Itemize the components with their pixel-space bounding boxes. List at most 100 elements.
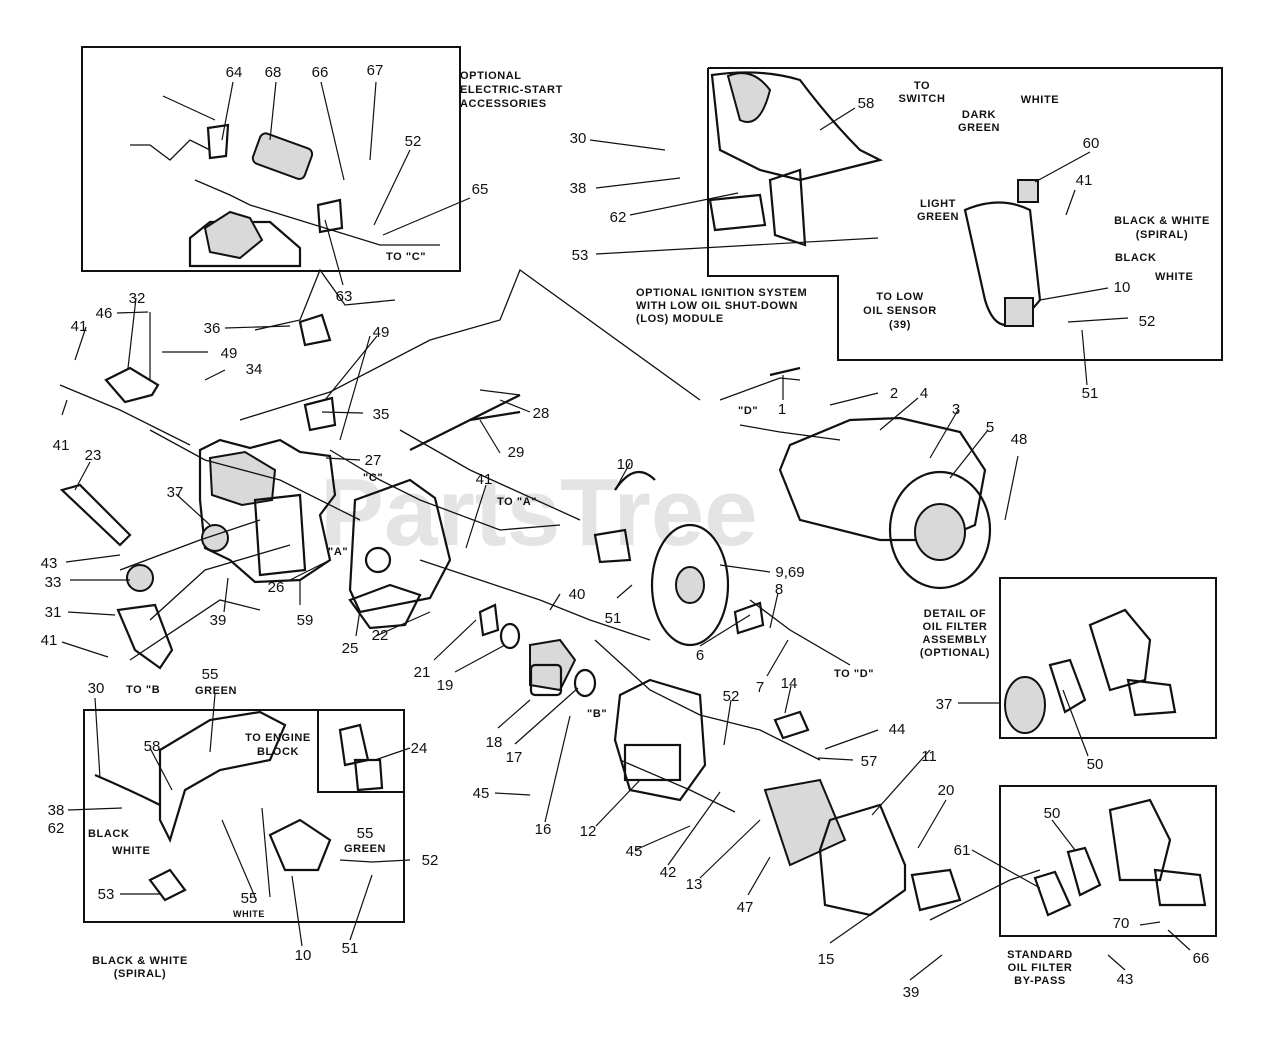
callout-number: 51 <box>605 610 622 627</box>
black-white-spiral-left-2: (SPIRAL) <box>114 968 166 980</box>
callout-number: 45 <box>473 785 490 802</box>
callout-number: 33 <box>45 574 62 591</box>
to-low-oil-sensor-label-3: (39) <box>889 319 911 331</box>
callout-number: 64 <box>226 64 243 81</box>
callout-number: 21 <box>414 664 431 681</box>
callout-number: 58 <box>858 95 875 112</box>
callout-number: 11 <box>921 748 937 765</box>
callout-number: 39 <box>210 612 227 629</box>
white-wire-label: WHITE <box>1021 94 1059 106</box>
inset-titles-layer: OPTIONAL ELECTRIC-START ACCESSORIES OPTI… <box>460 70 1073 987</box>
white-wire-label-left: WHITE <box>112 845 150 857</box>
callout-number: 9,69 <box>775 564 804 581</box>
green-wire-label-2: GREEN <box>344 843 386 855</box>
alignment-lines-layer <box>59 139 1041 921</box>
to-switch-label-2: SWITCH <box>899 93 946 105</box>
callout-number: 59 <box>297 612 314 629</box>
dark-green-label-1: DARK <box>962 109 996 121</box>
ignition-title-line-3: (LOS) MODULE <box>636 313 724 325</box>
callout-number: 32 <box>129 290 146 307</box>
ref-a: "A" <box>328 546 348 558</box>
callout-number: 63 <box>336 288 353 305</box>
callout-number: 49 <box>221 345 238 362</box>
callout-number: 17 <box>506 749 523 766</box>
callout-number: 43 <box>1117 971 1134 988</box>
callout-number: 1 <box>778 401 786 418</box>
inset-oil-filter-detail-frame <box>999 577 1217 739</box>
to-low-oil-sensor-label-1: TO LOW <box>876 291 923 303</box>
callout-number: 67 <box>367 62 384 79</box>
callout-number: 41 <box>476 471 493 488</box>
callout-number: 13 <box>686 876 703 893</box>
callout-number: 47 <box>737 899 754 916</box>
callout-number: 55 <box>241 890 258 907</box>
callout-number: 19 <box>437 677 454 694</box>
ref-c: "C" <box>363 472 383 484</box>
callout-number: 52 <box>405 133 422 150</box>
callout-number: 45 <box>626 843 643 860</box>
callout-number: 18 <box>486 734 503 751</box>
electric-start-title-line-2: ELECTRIC-START <box>460 84 563 96</box>
callout-number: 66 <box>1193 950 1210 967</box>
ref-b: "B" <box>587 708 607 720</box>
callout-number: 49 <box>373 324 390 341</box>
callout-number: 12 <box>580 823 597 840</box>
bypass-title-line-2: OIL FILTER <box>1008 962 1073 974</box>
callout-number: 50 <box>1087 756 1104 773</box>
callout-number: 51 <box>1082 385 1099 402</box>
callout-number: 52 <box>422 852 439 869</box>
callout-number: 14 <box>781 675 798 692</box>
callout-number: 37 <box>167 484 184 501</box>
green-wire-label: GREEN <box>195 685 237 697</box>
callout-number: 22 <box>372 627 389 644</box>
oil-filter-detail-title-line-3: ASSEMBLY <box>923 634 988 646</box>
callout-number: 15 <box>818 951 835 968</box>
callout-number: 7 <box>756 679 764 696</box>
callout-number: 61 <box>954 842 971 859</box>
to-switch-label-1: TO <box>914 80 930 92</box>
callout-number: 26 <box>268 579 285 596</box>
callouts-layer: 64 68 66 67 52 65 63 30 38 62 53 58 60 4… <box>41 62 1210 1001</box>
callout-number: 55 <box>202 666 219 683</box>
callout-number: 60 <box>1083 135 1100 152</box>
oil-filter-detail-title-line-1: DETAIL OF <box>924 608 986 620</box>
black-white-spiral-left-1: BLACK & WHITE <box>92 955 188 967</box>
callout-number: 53 <box>98 886 115 903</box>
callout-number: 51 <box>342 940 359 957</box>
callout-number: 38 <box>570 180 587 197</box>
ignition-title-line-1: OPTIONAL IGNITION SYSTEM <box>636 287 807 299</box>
callout-number: 30 <box>570 130 587 147</box>
callout-number: 8 <box>775 581 783 598</box>
callout-number: 10 <box>617 456 634 473</box>
callout-number: 42 <box>660 864 677 881</box>
electric-start-title-line-3: ACCESSORIES <box>460 98 547 110</box>
callout-number: 62 <box>48 820 65 837</box>
callout-number: 41 <box>1076 172 1093 189</box>
callout-number: 16 <box>535 821 552 838</box>
inset-oil-filter-bypass-frame <box>999 785 1217 937</box>
callout-number: 68 <box>265 64 282 81</box>
ref-to-c: TO "C" <box>386 251 426 263</box>
callout-number: 66 <box>312 64 329 81</box>
callout-number: 29 <box>508 444 525 461</box>
callout-number: 2 <box>890 385 898 402</box>
callout-number: 4 <box>920 385 928 402</box>
callout-number: 44 <box>889 721 906 738</box>
black-wire-label-left: BLACK <box>88 828 130 840</box>
ref-to-d: TO "D" <box>834 668 874 680</box>
white-wire-label-2: WHITE <box>1155 271 1193 283</box>
parts-layer <box>59 71 1207 917</box>
callout-number: 62 <box>610 209 627 226</box>
callout-number: 24 <box>411 740 428 757</box>
oil-filter-detail-title-line-2: OIL FILTER <box>923 621 988 633</box>
callout-number: 52 <box>723 688 740 705</box>
callout-number: 3 <box>952 401 960 418</box>
to-engine-block-label-2: BLOCK <box>257 746 299 758</box>
callout-number: 31 <box>45 604 62 621</box>
callout-number: 57 <box>861 753 878 770</box>
callout-number: 10 <box>1114 279 1131 296</box>
ignition-title-line-2: WITH LOW OIL SHUT-DOWN <box>636 300 798 312</box>
bypass-title-line-1: STANDARD <box>1007 949 1073 961</box>
bypass-title-line-3: BY-PASS <box>1014 975 1066 987</box>
